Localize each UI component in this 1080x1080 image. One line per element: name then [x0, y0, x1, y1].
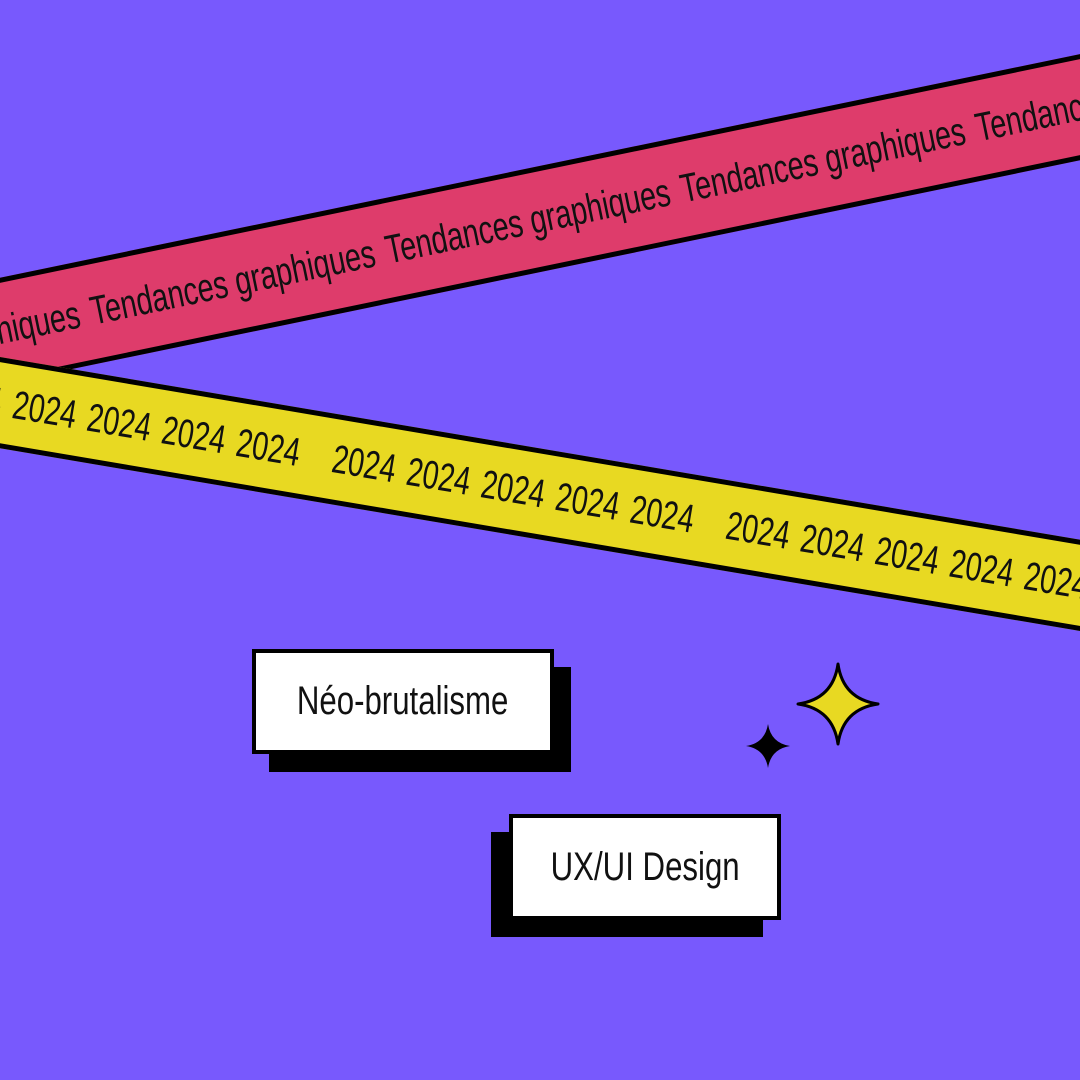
- ribbon-year: 2024: [871, 528, 943, 583]
- ribbon-phrase: Tendances graphiques: [676, 108, 970, 211]
- ribbon-year: 2024: [328, 436, 400, 491]
- tag-label: Néo-brutalisme: [297, 679, 509, 723]
- yellow-sparkle-icon: [796, 662, 880, 746]
- tag-neo-brutalisme: Néo-brutalisme: [252, 649, 554, 754]
- ribbon-phrase: Tendances graphiques: [381, 170, 675, 272]
- pink-ribbon-band: Tendances graphiquesTendances graphiques…: [0, 5, 1080, 433]
- ribbon-year: 2024: [0, 370, 6, 425]
- black-sparkle-icon: [746, 724, 790, 768]
- ribbon-text: Tendances graphiquesTendances graphiques…: [0, 6, 1080, 395]
- ribbon-year: 2024: [477, 461, 549, 516]
- ribbon-year: 2024: [9, 382, 80, 437]
- ribbon-year: 2024: [946, 541, 1017, 596]
- tag-ux-ui-design: UX/UI Design: [509, 814, 781, 920]
- tag-label: UX/UI Design: [550, 844, 740, 889]
- ribbon-year: 2024: [627, 487, 698, 542]
- ribbon-year: 2024: [722, 503, 794, 558]
- ribbon-year: 2024: [797, 515, 868, 571]
- ribbon-year: 2024: [158, 407, 230, 462]
- ribbon-year: 2024: [84, 395, 155, 450]
- ribbon-phrase: Tendances graphiques: [971, 48, 1080, 150]
- ribbon-year: 2024: [552, 474, 624, 529]
- ribbon-year: 2024: [233, 420, 304, 475]
- ribbon-year: 2024: [1020, 553, 1080, 608]
- ribbon-phrase: Tendances graphiques: [86, 231, 380, 334]
- ribbon-year: 2024: [403, 449, 474, 504]
